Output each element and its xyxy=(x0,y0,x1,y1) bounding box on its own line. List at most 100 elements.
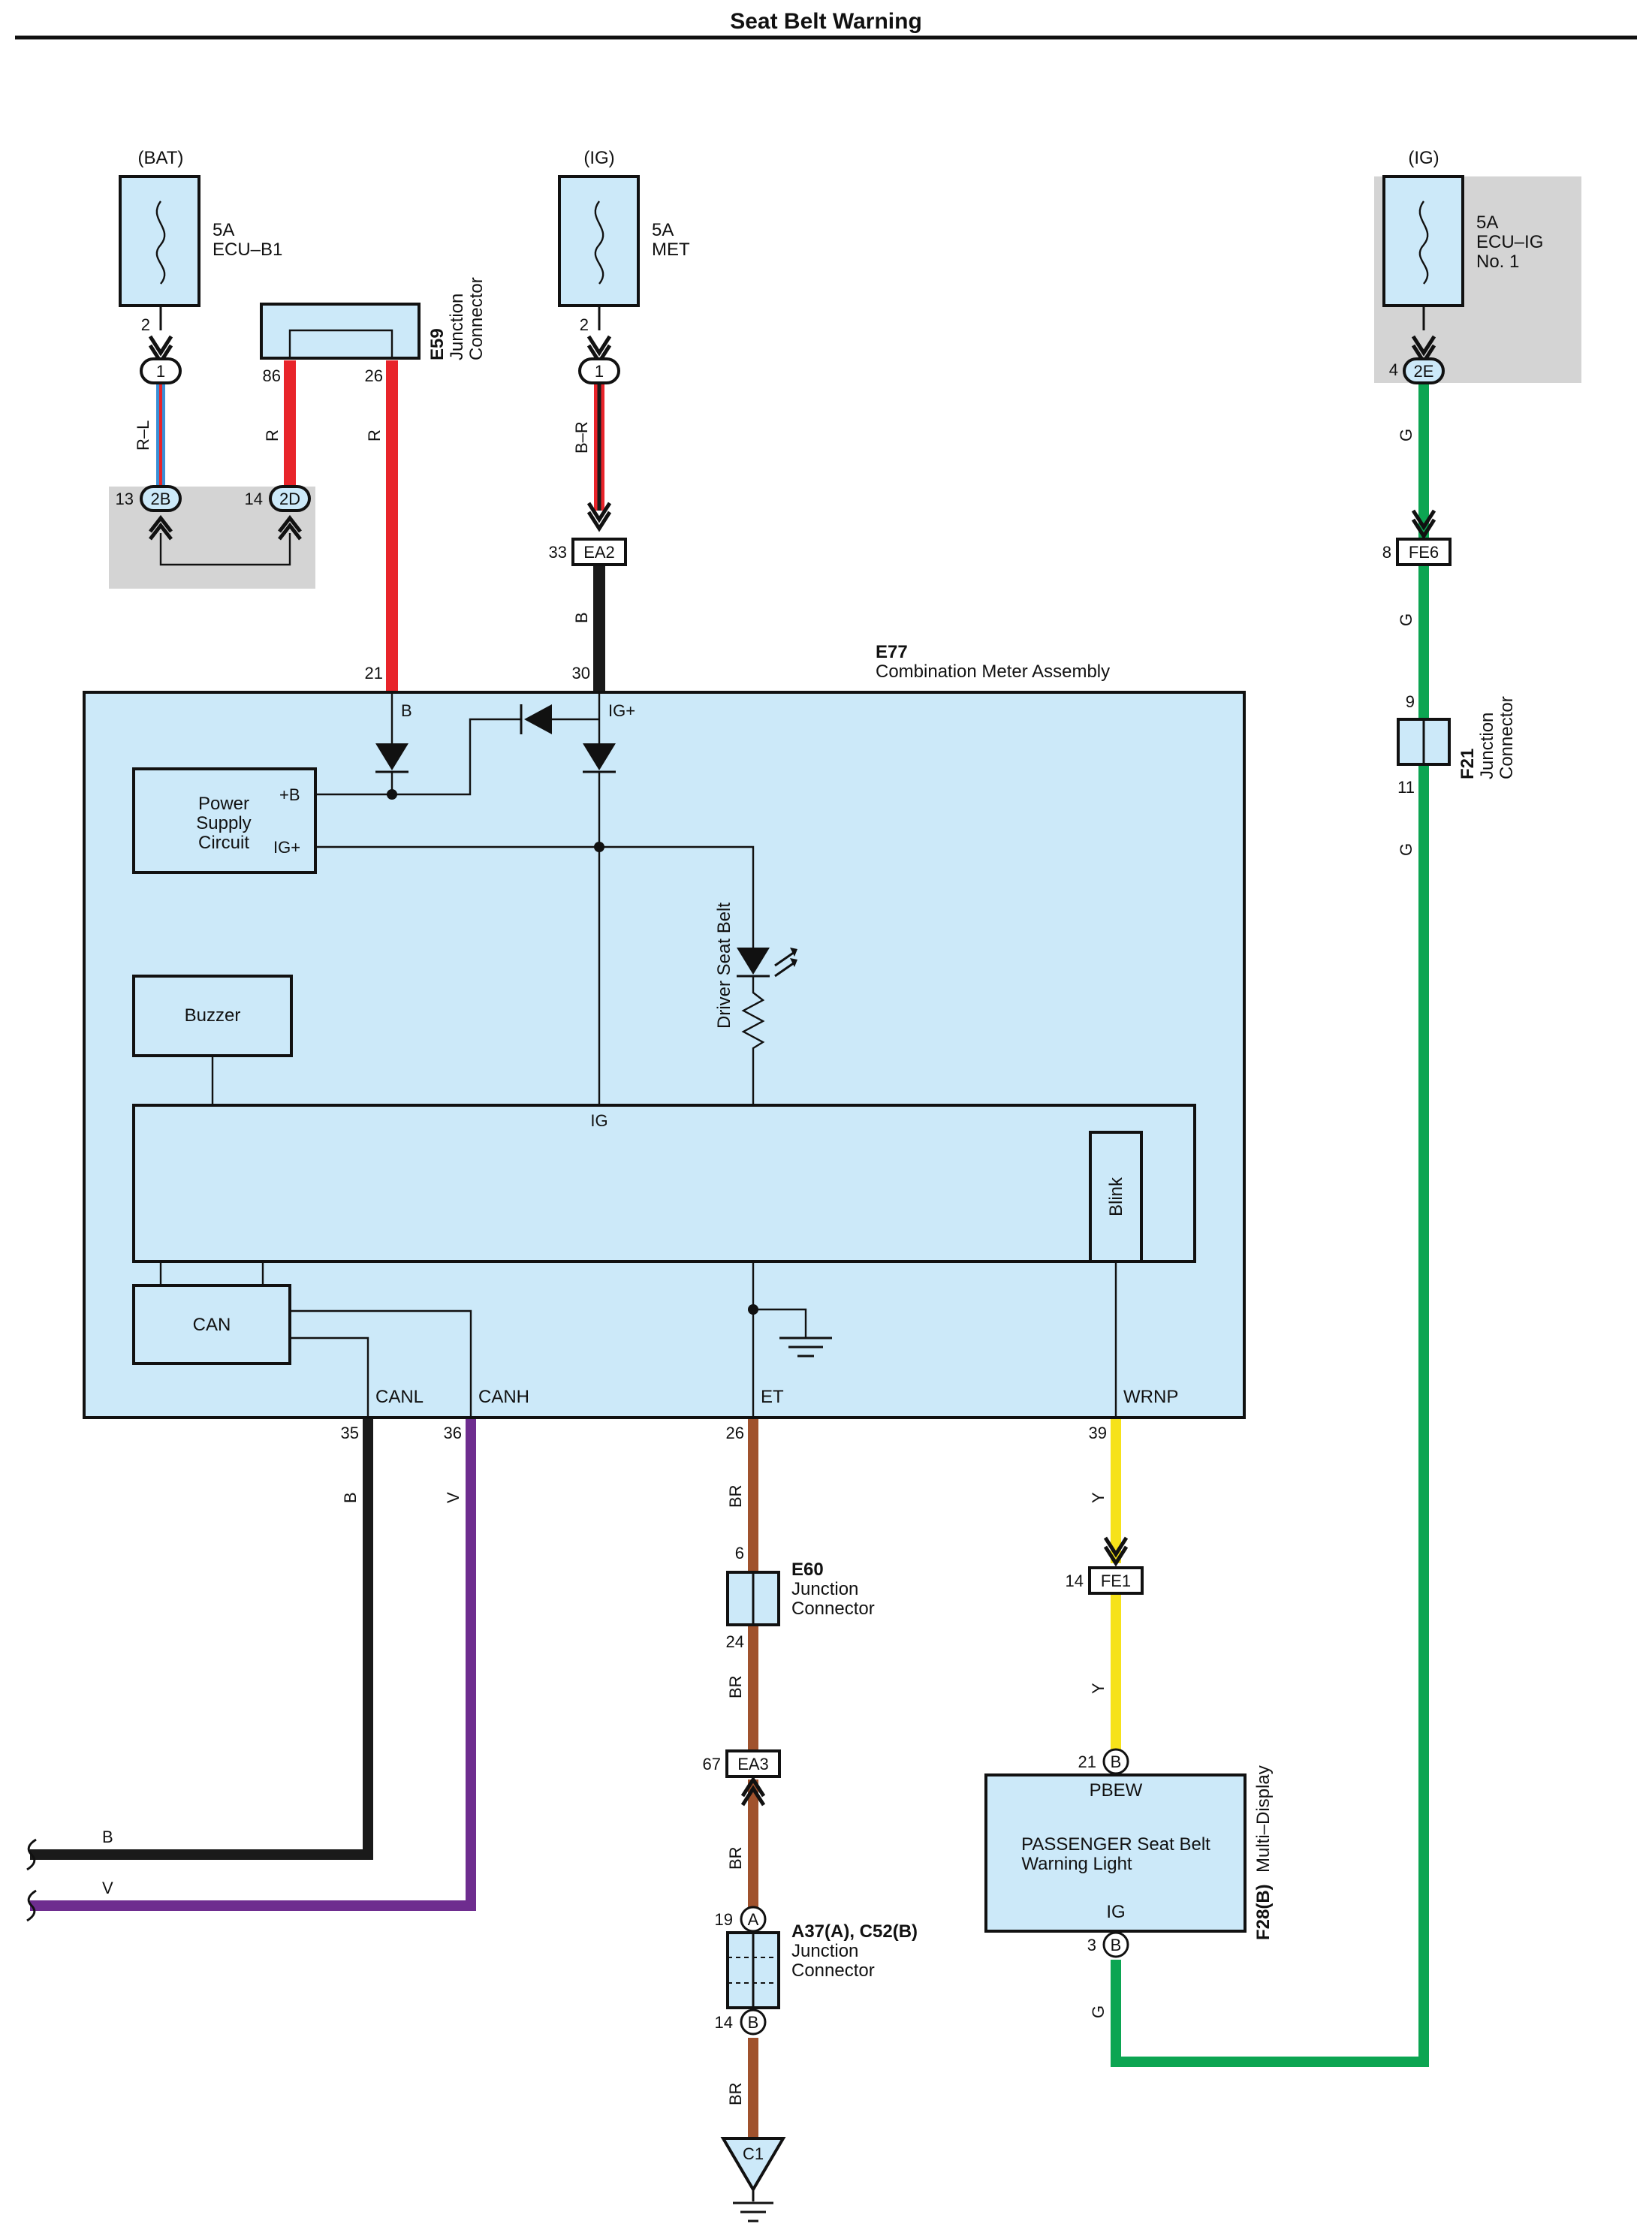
canh-label: CANH xyxy=(478,1387,529,1407)
terminal-2d-pin: 14 xyxy=(245,490,263,508)
meter-b-label: B xyxy=(401,701,412,720)
fuse-ecu-b1-name: ECU–B1 xyxy=(213,240,282,260)
terminal-2b-pin: 13 xyxy=(116,490,134,508)
wire-label-br1: BR xyxy=(726,1484,745,1508)
wire-label-br2: BR xyxy=(726,1675,745,1698)
wire-label-r2: R xyxy=(365,429,384,441)
fe6-label: FE6 xyxy=(1409,543,1439,562)
a37-letter-top: A xyxy=(748,1910,759,1929)
fuse-met xyxy=(558,175,640,330)
display-line1: PASSENGER Seat Belt xyxy=(1021,1834,1210,1855)
connector-ea3: EA3 xyxy=(725,1749,781,1807)
display-label-group: F28(B) Multi–Display xyxy=(1253,1765,1274,1940)
pin-35: 35 xyxy=(341,1424,359,1442)
fuse-ecu-b1 xyxy=(119,175,200,330)
terminal-bat-1-label: 1 xyxy=(156,362,165,381)
lamp-label: Driver Seat Belt xyxy=(714,903,734,1029)
blink-label: Blink xyxy=(1106,1177,1126,1216)
wire-label-br: B–R xyxy=(572,421,591,454)
wire-g-lower xyxy=(1111,764,1429,2067)
ig-bus-label: IG xyxy=(590,1111,607,1130)
terminal-ig-2e: 2E xyxy=(1403,357,1445,384)
fuse-ecu-ig-name2: No. 1 xyxy=(1476,252,1519,272)
wire-label-br4: BR xyxy=(726,2082,745,2105)
f21-pin-bottom: 11 xyxy=(1397,778,1415,797)
can-block xyxy=(132,1284,291,1365)
e59-id: E59 xyxy=(427,328,448,360)
fuse-ecu-b1-amp: 5A xyxy=(213,220,234,240)
ig-horizontal-line xyxy=(315,845,755,948)
can-label: CAN xyxy=(193,1315,231,1335)
a37-id: A37(A), C52(B) xyxy=(791,1921,918,1942)
meter-id: E77 xyxy=(876,642,908,662)
terminal-2b-label: 2B xyxy=(151,490,171,508)
display-pbew: PBEW xyxy=(1090,1780,1143,1801)
e59-pin-86: 86 xyxy=(263,366,281,385)
e60-pin-top: 6 xyxy=(735,1544,744,1563)
connector-e59 xyxy=(260,303,421,360)
diode-ig-to-b xyxy=(392,704,599,796)
wire-label-y2: Y xyxy=(1089,1683,1108,1694)
wire-break-marks xyxy=(26,1838,37,1922)
fe6-pin: 8 xyxy=(1382,543,1391,562)
fuse-ecu-ig xyxy=(1382,175,1464,330)
wire-label-b-out: B xyxy=(102,1828,113,1846)
ea2-label: EA2 xyxy=(583,543,615,562)
a37-line2: Connector xyxy=(791,1960,875,1981)
wire-label-v-canh: V xyxy=(444,1492,463,1503)
pin-39: 39 xyxy=(1089,1424,1107,1442)
connector-fe6: FE6 xyxy=(1396,509,1452,566)
ea3-pin: 67 xyxy=(703,1755,721,1773)
display-id: F28(B) xyxy=(1253,1884,1274,1940)
terminal-bat-1: 1 xyxy=(140,357,182,384)
connector-fe1: FE1 xyxy=(1088,1536,1144,1595)
terminal-met-1: 1 xyxy=(578,357,620,384)
display-name: Multi–Display xyxy=(1253,1765,1274,1873)
ig-pin: 4 xyxy=(1389,360,1398,379)
terminal-2d-label: 2D xyxy=(279,490,300,508)
fe1-pin: 14 xyxy=(1066,1572,1084,1590)
wire-label-rl: R–L xyxy=(134,420,152,451)
canl-label: CANL xyxy=(375,1387,424,1407)
f21-id: F21 xyxy=(1458,749,1478,779)
wire-label-g1: G xyxy=(1397,429,1415,441)
wire-label-g2: G xyxy=(1397,613,1415,626)
wire-label-y1: Y xyxy=(1089,1492,1108,1503)
terminal-2b: 2B xyxy=(140,485,182,541)
f21-line2: Connector xyxy=(1497,696,1517,779)
fuse-met-amp: 5A xyxy=(652,220,674,240)
e60-line2: Connector xyxy=(791,1599,875,1619)
e59-label-group: E59 Junction Connector xyxy=(427,277,487,360)
a37-line1: Junction xyxy=(791,1941,858,1961)
display-line2: Warning Light xyxy=(1021,1854,1132,1874)
e60-id: E60 xyxy=(791,1559,824,1580)
buzzer-label: Buzzer xyxy=(185,1005,241,1026)
meter-name: Combination Meter Assembly xyxy=(876,661,1110,682)
ea3-label: EA3 xyxy=(737,1755,769,1773)
c1-label: C1 xyxy=(743,2144,764,2163)
psu-plus-b: +B xyxy=(279,785,300,804)
wrnp-label: WRNP xyxy=(1123,1387,1178,1407)
meter-ig-label: IG+ xyxy=(608,701,635,720)
wire-2b-2d xyxy=(159,533,291,566)
driver-seat-belt-lamp xyxy=(737,948,797,1105)
a37-pin-bottom: 14 xyxy=(715,2013,733,2032)
fuse-met-name: MET xyxy=(652,240,690,260)
met-fuse-pin: 2 xyxy=(580,315,589,334)
fuse-ecu-ig-amp: 5A xyxy=(1476,212,1498,233)
canl-internal xyxy=(290,1336,369,1418)
psu-ig: IG+ xyxy=(273,838,300,857)
connector-ea2: EA2 xyxy=(571,502,627,566)
connector-f21 xyxy=(1397,718,1451,766)
f21-pin-top: 9 xyxy=(1406,692,1415,711)
e60-pin-bottom: 24 xyxy=(726,1632,744,1651)
connector-a37-c52: A B xyxy=(726,1906,780,2036)
wire-label-g4: G xyxy=(1089,2005,1108,2018)
bat-fuse-pin: 2 xyxy=(141,315,150,334)
meter-pin-21: 21 xyxy=(365,664,383,683)
display-pin-top: 21 xyxy=(1078,1752,1096,1771)
ea2-pin: 33 xyxy=(549,543,567,562)
wire-label-v-out: V xyxy=(102,1879,113,1897)
psu-line2: Supply xyxy=(196,813,251,833)
